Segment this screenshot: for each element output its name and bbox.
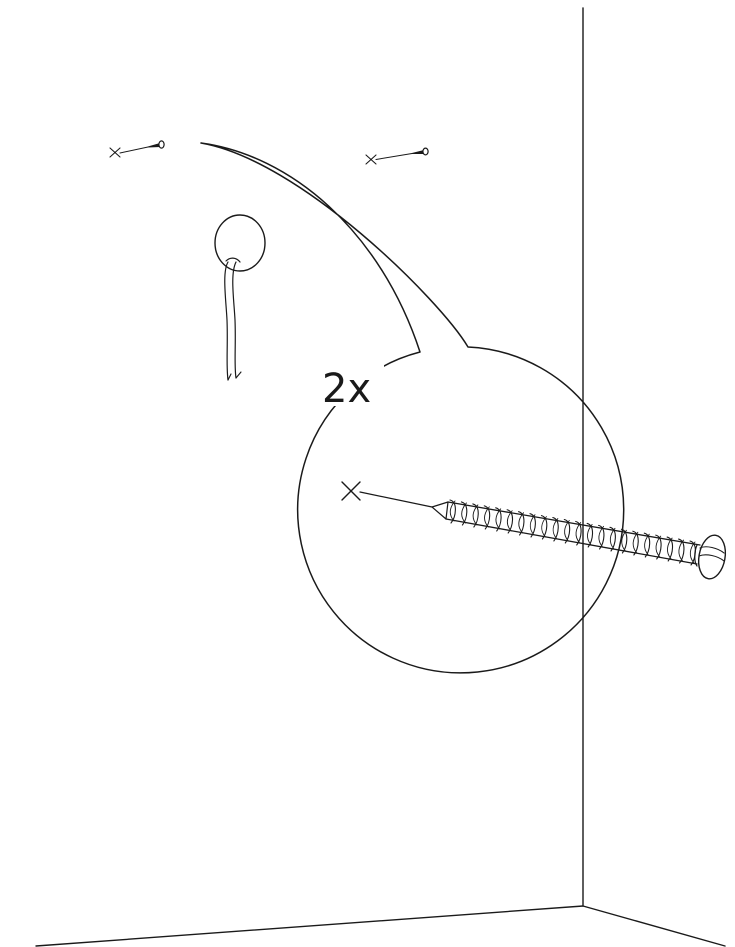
screw-thread	[655, 534, 662, 560]
screw-thread	[529, 513, 536, 538]
drill-guide-line	[375, 153, 413, 160]
quantity-label-backdrop	[318, 362, 384, 406]
drill-point-cross-icon	[365, 154, 377, 165]
screw-tip	[431, 501, 449, 520]
screw-thread-back	[507, 510, 513, 532]
screw-thread-back	[541, 516, 547, 538]
screw-thread-back	[609, 527, 616, 550]
screw-thread	[460, 501, 468, 526]
screw-thread-back	[529, 514, 536, 536]
outlet-disc	[214, 214, 266, 272]
screw-thread-back	[587, 523, 593, 546]
screw-thread	[609, 526, 616, 552]
screw-head	[697, 534, 727, 580]
screw-thread	[586, 522, 594, 548]
screw-thread-back	[667, 537, 673, 560]
screw-thread-back	[518, 512, 525, 534]
screw-thread	[575, 520, 582, 546]
screw-thread-back	[689, 541, 696, 564]
screw-thread-back	[449, 500, 456, 522]
cable-wire-left	[224, 261, 229, 381]
cable-wire-right	[232, 261, 237, 379]
drill-point-cross-icon	[341, 481, 361, 501]
screw-thread-back	[598, 525, 605, 548]
zoom-callout-bubble	[200, 142, 625, 674]
screw-thread	[598, 524, 605, 550]
screw-thread	[620, 528, 628, 554]
screw-thread-back	[678, 539, 685, 562]
screw-slot-bottom	[698, 554, 725, 562]
screw-thread	[643, 532, 651, 558]
screw-thread-back	[575, 522, 582, 544]
screw-thread-back	[655, 535, 662, 558]
screw-thread-back	[484, 506, 490, 528]
screw-thread-back	[621, 529, 627, 552]
small-screw-right	[365, 147, 429, 165]
screw-detail-icon	[431, 499, 727, 580]
screw-thread-back	[644, 533, 650, 556]
screw-thread	[552, 517, 559, 542]
detail-screw	[341, 481, 727, 580]
floor-left-edge	[35, 905, 584, 947]
screw-thread-back	[632, 531, 639, 554]
screw-thread	[472, 503, 479, 528]
screw-thread	[506, 509, 514, 534]
screw-thread-back	[564, 520, 570, 542]
screw-thread	[495, 507, 502, 532]
quantity-label: 2x	[322, 366, 371, 412]
callout-outline	[200, 142, 625, 674]
screw-thread-back	[552, 518, 559, 540]
screw-threads	[449, 499, 696, 566]
screw-thread	[632, 530, 639, 556]
screw-thread	[449, 499, 456, 524]
screw-shank-top	[447, 501, 701, 546]
screw-thread-back	[472, 504, 479, 526]
drill-guide-line	[359, 491, 433, 508]
screw-thread	[483, 505, 491, 530]
screw-thread	[666, 536, 674, 562]
floor-right-edge	[582, 905, 726, 947]
screw-thread	[518, 511, 525, 536]
screw-thread	[540, 515, 548, 540]
screw-icon	[411, 147, 429, 156]
wall-corner	[35, 7, 726, 947]
screw-thread	[563, 518, 571, 544]
screw-thread-back	[461, 502, 467, 524]
screw-head-neck	[694, 544, 698, 567]
drill-guide-line	[119, 146, 149, 154]
screw-slot-top	[699, 546, 725, 554]
small-screw-left	[109, 140, 165, 158]
screw-icon	[147, 140, 165, 149]
cable-outlet-icon	[214, 214, 266, 381]
screw-thread	[678, 538, 685, 564]
screw-thread-back	[495, 508, 502, 530]
drill-point-cross-icon	[109, 147, 121, 158]
